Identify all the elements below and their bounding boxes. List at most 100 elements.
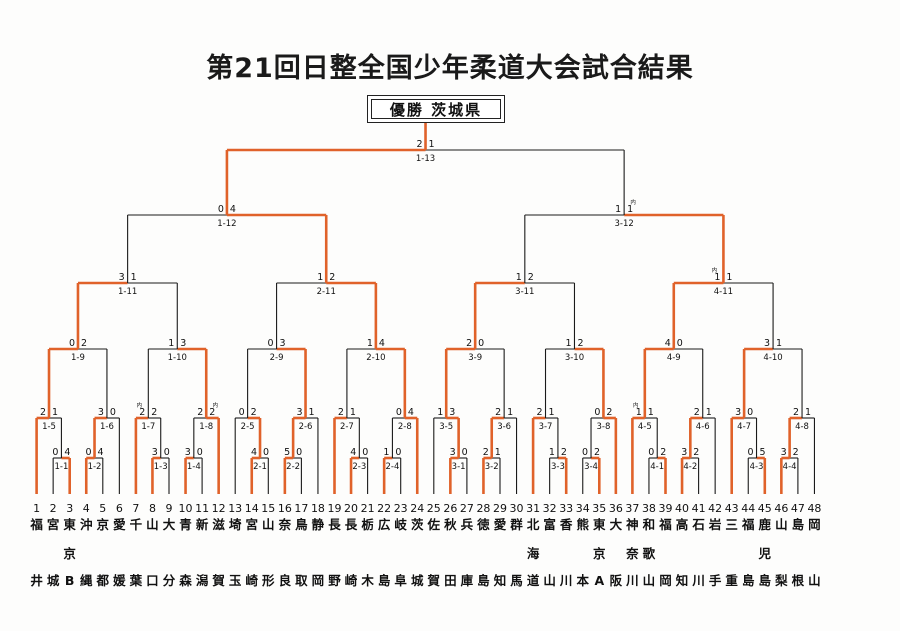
match-4-5-score-1: 1 [636, 407, 642, 418]
team-number: 23 [393, 502, 408, 515]
match-3-8-id: 3-8 [596, 422, 610, 432]
team-name-char: 馬 [510, 573, 523, 588]
team-number: 19 [327, 502, 342, 515]
match-3-11-score-1: 1 [516, 272, 522, 283]
team-name-char: 高 [675, 517, 689, 532]
team-number: 7 [132, 502, 140, 515]
team-name-char: 井 [30, 573, 43, 588]
champion-label: 優勝 茨城県 [371, 99, 501, 119]
team-number: 47 [790, 502, 805, 515]
champion-box: 優勝 茨城県 [367, 95, 505, 123]
team-name-char: 宮 [245, 517, 258, 532]
match-4-7-score-2: 0 [747, 407, 753, 418]
match-4-5-score-2: 1 [648, 407, 654, 418]
team-name-char: 山 [543, 573, 556, 588]
team-number: 24 [410, 502, 425, 515]
team-name-char: 岐 [394, 517, 407, 532]
match-3-7-id: 3-7 [539, 422, 553, 432]
team-name-char: 賀 [212, 573, 225, 588]
team-name-char: 大 [609, 517, 623, 532]
match-4-7-score-1: 3 [735, 407, 741, 418]
match-2-9-id: 2-9 [270, 353, 284, 363]
team-name-char: 山 [775, 517, 788, 532]
team-name-char: B [64, 573, 75, 588]
match-2-8-score-2: 4 [408, 407, 414, 418]
match-1-12-score-1: 0 [218, 204, 224, 215]
team-number: 44 [741, 502, 756, 515]
match-1-9-score-2: 2 [81, 338, 87, 349]
match-2-11-id: 2-11 [317, 287, 336, 297]
match-3-3-id: 3-3 [551, 462, 565, 472]
team-number: 37 [625, 502, 640, 515]
match-2-2-score-1: 5 [284, 447, 290, 458]
match-1-7-score-2: 2 [151, 407, 157, 418]
match-1-2-id: 1-2 [88, 462, 102, 472]
match-1-1-score-2: 4 [64, 447, 70, 458]
match-3-1-score-1: 3 [450, 447, 456, 458]
team-name-char: 岡 [311, 573, 325, 588]
team-number: 29 [493, 502, 507, 515]
match-2-10-score-1: 1 [367, 338, 373, 349]
match-1-8-mark: 内 [212, 401, 218, 409]
team-name-char: 山 [808, 573, 821, 588]
match-4-10-id: 4-10 [763, 353, 782, 363]
match-2-5-score-2: 2 [251, 407, 257, 418]
team-number: 3 [66, 502, 74, 515]
match-3-12-score-2: 1 [627, 204, 633, 215]
match-3-10-id: 3-10 [565, 353, 584, 363]
match-1-11-id: 1-11 [118, 287, 137, 297]
match-1-5-id: 1-5 [42, 422, 56, 432]
team-name-char: 奈 [626, 546, 639, 561]
match-3-8-score-1: 0 [594, 407, 600, 418]
match-4-8-score-2: 1 [805, 407, 811, 418]
match-1-9-id: 1-9 [71, 353, 85, 363]
match-1-13-score-1: 2 [417, 139, 423, 150]
team-name-char: 知 [675, 573, 689, 588]
team-name-char: 愛 [493, 517, 507, 532]
match-4-2-score-2: 2 [693, 447, 699, 458]
match-2-8-id: 2-8 [398, 422, 412, 432]
team-number: 22 [377, 502, 392, 515]
team-name-char: 玉 [228, 573, 242, 588]
team-name-char: 福 [659, 517, 672, 532]
match-2-4-score-1: 1 [383, 447, 389, 458]
team-number: 12 [211, 502, 226, 515]
match-3-2-score-2: 1 [495, 447, 501, 458]
team-name-char: 野 [328, 573, 341, 588]
team-name-char: 長 [344, 517, 358, 532]
team-name-char: 岡 [808, 517, 821, 532]
team-number: 1 [33, 502, 41, 515]
match-1-7-score-1: 2 [139, 407, 145, 418]
team-name-char: 千 [129, 517, 143, 532]
team-number: 16 [277, 502, 292, 515]
match-3-9-score-1: 2 [466, 338, 472, 349]
match-3-8-score-2: 2 [606, 407, 612, 418]
match-2-4-id: 2-4 [385, 462, 399, 472]
team-name-char: 木 [361, 573, 374, 588]
match-1-7-id: 1-7 [141, 422, 155, 432]
match-1-8-score-1: 2 [197, 407, 203, 418]
team-number: 20 [344, 502, 359, 515]
match-3-10-score-1: 1 [565, 338, 571, 349]
team-name-char: 阜 [394, 573, 407, 588]
team-name-char: 兵 [460, 517, 474, 532]
match-1-6-score-2: 0 [110, 407, 116, 418]
team-name-char: 崎 [245, 573, 258, 588]
team-name-char: 縄 [79, 573, 93, 588]
team-name-char: 群 [510, 517, 523, 532]
team-name-char: 媛 [113, 573, 126, 588]
match-2-6-score-1: 3 [297, 407, 303, 418]
match-1-12-id: 1-12 [217, 219, 236, 229]
match-3-9-score-2: 0 [478, 338, 484, 349]
team-name-char: A [594, 573, 605, 588]
match-1-11-score-2: 1 [131, 272, 137, 283]
match-4-11-score-2: 1 [726, 272, 732, 283]
match-3-6-id: 3-6 [497, 422, 511, 432]
team-name-char: 山 [642, 573, 656, 588]
match-1-13-id: 1-13 [416, 154, 435, 164]
team-name-char: 島 [791, 517, 805, 532]
match-3-4-id: 3-4 [584, 462, 598, 472]
team-name-char: 長 [328, 517, 341, 532]
team-number: 10 [178, 502, 193, 515]
team-name-char: 三 [725, 517, 738, 532]
